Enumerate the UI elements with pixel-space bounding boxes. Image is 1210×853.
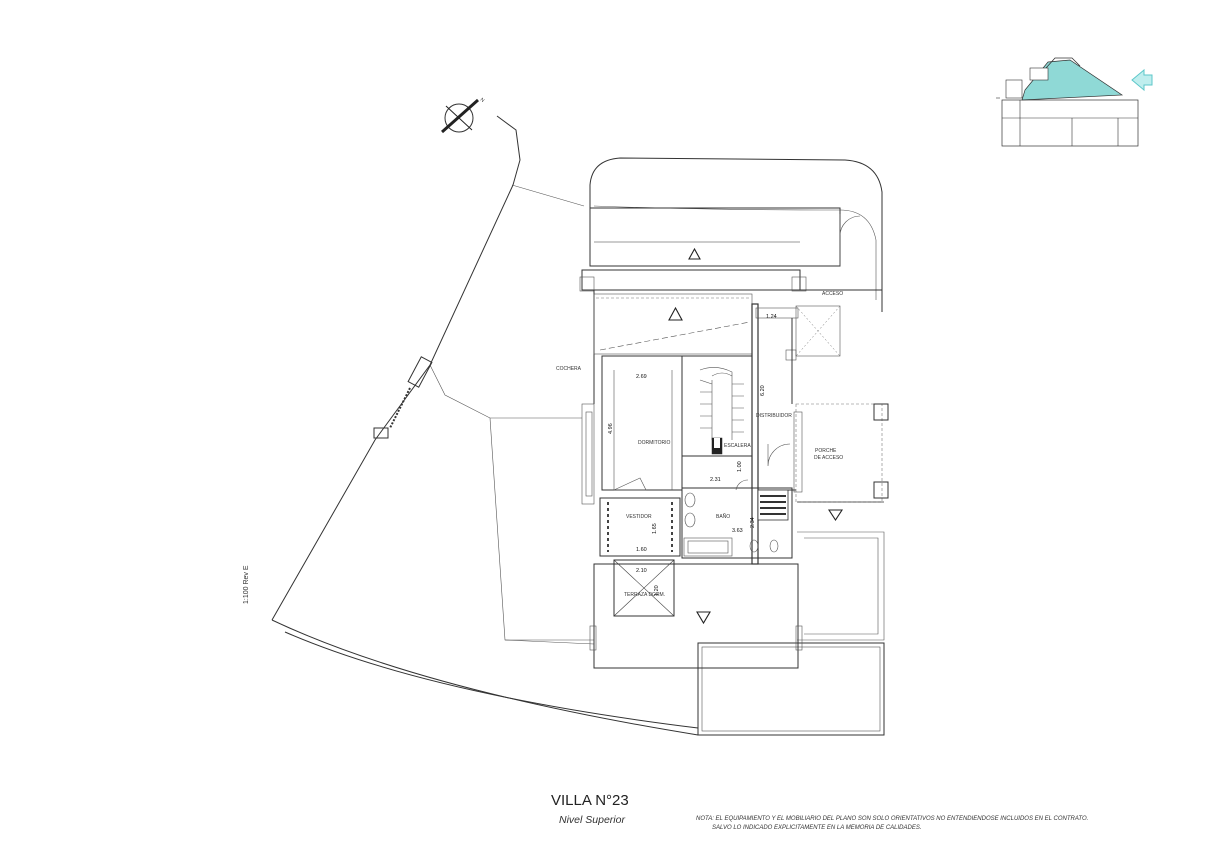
dim-2-10: 2.10 (636, 568, 647, 574)
dim-4-96: 4.96 (608, 423, 614, 434)
dim-1-00: 1.00 (737, 461, 743, 472)
disclaimer-line-2: SALVO LO INDICADO EXPLICITAMENTE EN LA M… (712, 825, 922, 831)
room-porche-line2: DE ACCESO (814, 455, 843, 461)
dim-6-20: 6.20 (760, 385, 766, 396)
disclaimer-line-1: NOTA: EL EQUIPAMIENTO Y EL MOBILIARIO DE… (696, 816, 1089, 822)
room-dormitorio: DORMITORIO (638, 440, 671, 446)
dim-3-63: 3.63 (732, 528, 743, 534)
plot-boundary (271, 115, 699, 736)
bedroom-block (581, 355, 683, 505)
dim-1-24: 1.24 (766, 314, 777, 320)
dim-2-69: 2.69 (636, 374, 647, 380)
room-terraza: TERRAZA DORM. (624, 592, 665, 598)
wet-areas (589, 479, 803, 669)
north-arrow-icon: N (441, 97, 486, 134)
room-acceso: ACCESO (822, 291, 843, 297)
section-arrow-icon (1131, 68, 1153, 92)
room-porche-line1: PORCHE (815, 448, 837, 454)
upper-terrace (589, 157, 883, 310)
key-plan (996, 57, 1153, 147)
hall-and-porch (757, 318, 889, 522)
staircase (681, 355, 753, 457)
dim-2-31: 2.31 (710, 477, 721, 483)
dim-1-20: 1.20 (654, 585, 660, 596)
room-distribuidor: DISTRIBUIDOR (756, 413, 792, 419)
room-escalera: ESCALERA (724, 443, 751, 449)
room-vestidor: VESTIDOR (626, 514, 652, 520)
drawing-scale: 1:100 Rev E (243, 565, 250, 604)
garden-enclosures (489, 417, 885, 736)
room-cochera: COCHERA (556, 366, 582, 372)
dim-1-65: 1.65 (652, 523, 658, 534)
drawing-subtitle: Nivel Superior (559, 814, 625, 826)
north-label: N (479, 97, 486, 104)
drawing-title: VILLA N°23 (551, 792, 629, 809)
disclaimer-note: NOTA: EL EQUIPAMIENTO Y EL MOBILIARIO DE… (696, 815, 1088, 833)
dim-2-34: 2.34 (750, 517, 756, 528)
room-bano: BAÑO (716, 513, 730, 520)
dim-1-60: 1.60 (636, 547, 647, 553)
